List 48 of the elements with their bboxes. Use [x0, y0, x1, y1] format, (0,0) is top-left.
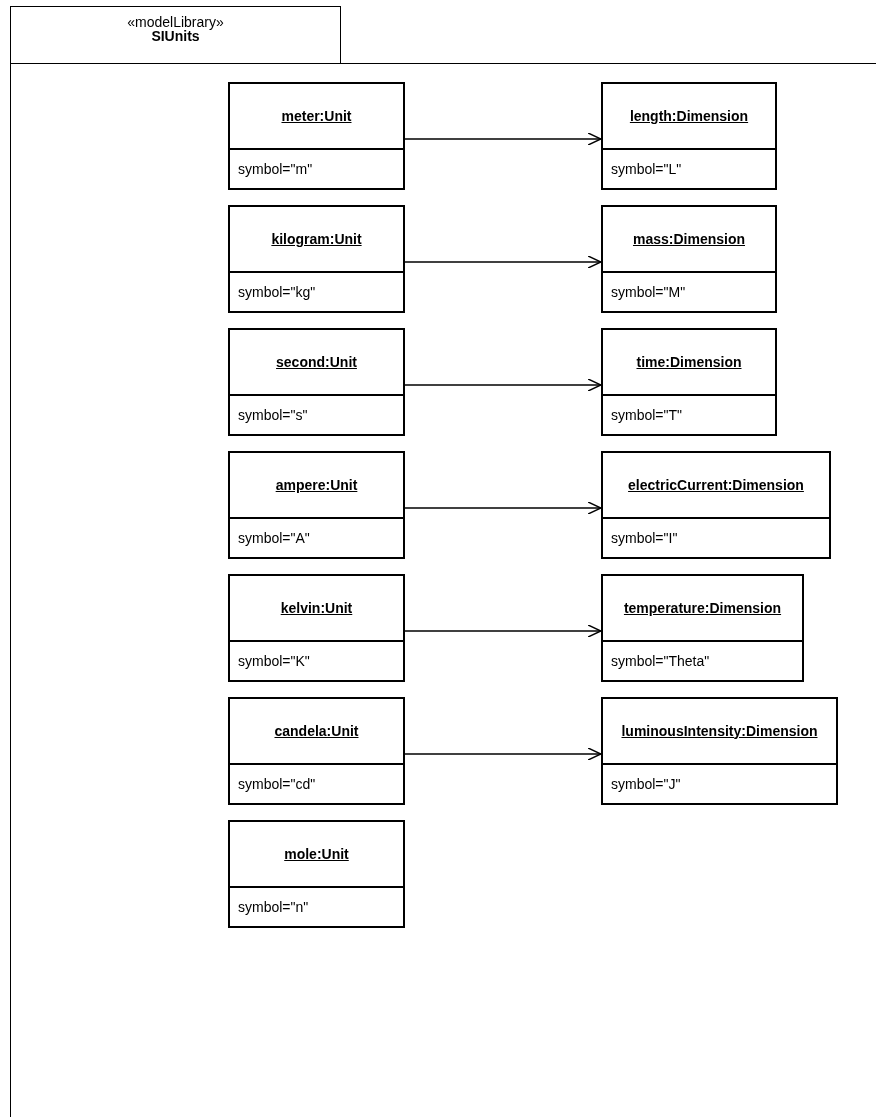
attribute-text: symbol="s": [238, 405, 308, 425]
association-arrow: [404, 378, 602, 392]
object-name: kelvin:Unit: [280, 598, 353, 618]
object-box: [601, 451, 831, 559]
object-box: [601, 697, 838, 805]
object-name: electricCurrent:Dimension: [628, 475, 804, 495]
object-name: meter:Unit: [281, 106, 352, 126]
attribute-text: symbol="m": [238, 159, 313, 179]
stereotype-label: «modelLibrary»: [127, 15, 224, 29]
attribute-text: symbol="T": [611, 405, 682, 425]
association-arrow: [404, 501, 602, 515]
attribute-text: symbol="A": [238, 528, 310, 548]
object-name: kilogram:Unit: [271, 229, 362, 249]
attribute-text: symbol="L": [611, 159, 682, 179]
attribute-text: symbol="K": [238, 651, 310, 671]
object-box: [601, 205, 777, 313]
object-box: [228, 697, 405, 805]
object-name: mass:Dimension: [632, 229, 745, 249]
association-arrow: [404, 747, 602, 761]
object-box: [228, 574, 405, 682]
package-name: SIUnits: [151, 29, 200, 43]
association-arrow: [404, 624, 602, 638]
object-box: [228, 820, 405, 928]
association-arrow: [404, 132, 602, 146]
object-box: [601, 574, 804, 682]
attribute-text: symbol="J": [611, 774, 681, 794]
object-name: time:Dimension: [636, 352, 742, 372]
package-frame: [10, 6, 876, 1117]
object-box: [228, 205, 405, 313]
association-arrow: [404, 255, 602, 269]
object-name: candela:Unit: [274, 721, 359, 741]
object-name: temperature:Dimension: [623, 598, 782, 618]
object-box: [228, 451, 405, 559]
object-name: luminousIntensity:Dimension: [621, 721, 818, 741]
object-name: mole:Unit: [284, 844, 349, 864]
attribute-text: symbol="kg": [238, 282, 316, 302]
object-box: [228, 82, 405, 190]
attribute-text: symbol="Theta": [611, 651, 710, 671]
object-box: [228, 328, 405, 436]
object-name: second:Unit: [276, 352, 357, 372]
object-name: ampere:Unit: [275, 475, 358, 495]
object-box: [601, 82, 777, 190]
attribute-text: symbol="n": [238, 897, 309, 917]
attribute-text: symbol="M": [611, 282, 686, 302]
object-box: [601, 328, 777, 436]
object-name: length:Dimension: [629, 106, 749, 126]
attribute-text: symbol="cd": [238, 774, 316, 794]
attribute-text: symbol="I": [611, 528, 678, 548]
